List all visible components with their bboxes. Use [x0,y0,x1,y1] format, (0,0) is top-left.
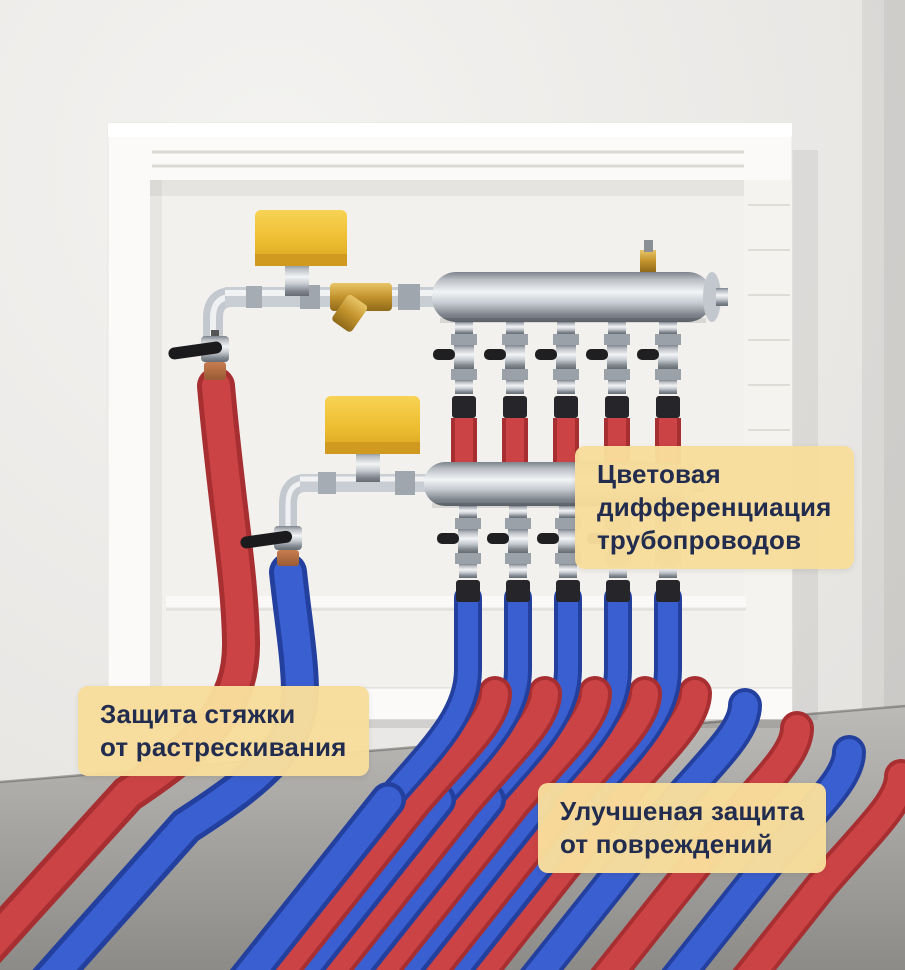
floor-pipe-fan [229,584,905,970]
callout-screed-protection: Защита стяжки от растрескивания [78,686,369,777]
callout-line: от растрескивания [100,732,347,763]
return-valve [240,526,302,566]
callout-line: Улучшеная защита [560,796,805,826]
thermal-actuator-bottom [325,396,420,482]
thermal-actuator-top [255,210,347,296]
callout-line: дифференциация [597,492,832,523]
callout-line: Цветовая [597,459,721,489]
callout-color-differentiation: Цветовая дифференциация трубопроводов [575,446,854,570]
callout-damage-protection: Улучшеная защита от повреждений [538,783,827,874]
callout-line: трубопроводов [597,525,802,556]
supply-manifold-assembly [0,210,728,964]
callout-line: от повреждений [560,829,773,860]
brass-strainer [330,283,392,332]
supply-valve [168,330,229,380]
supply-manifold [432,240,728,323]
callout-line: Защита стяжки [100,699,296,729]
